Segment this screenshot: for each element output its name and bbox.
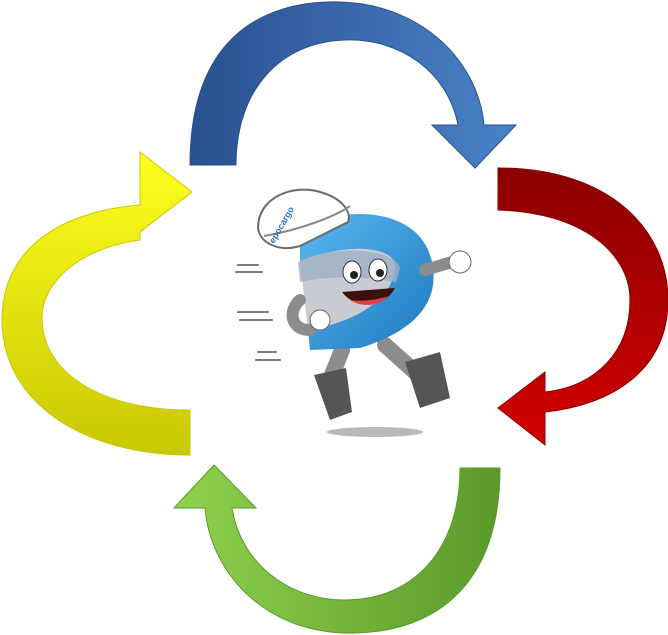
left-arrow [1,150,193,456]
running-mascot-icon: epocargo [235,188,472,437]
bottom-arrow [172,464,501,634]
top-arrow [189,1,518,169]
right-arrow [497,167,668,447]
